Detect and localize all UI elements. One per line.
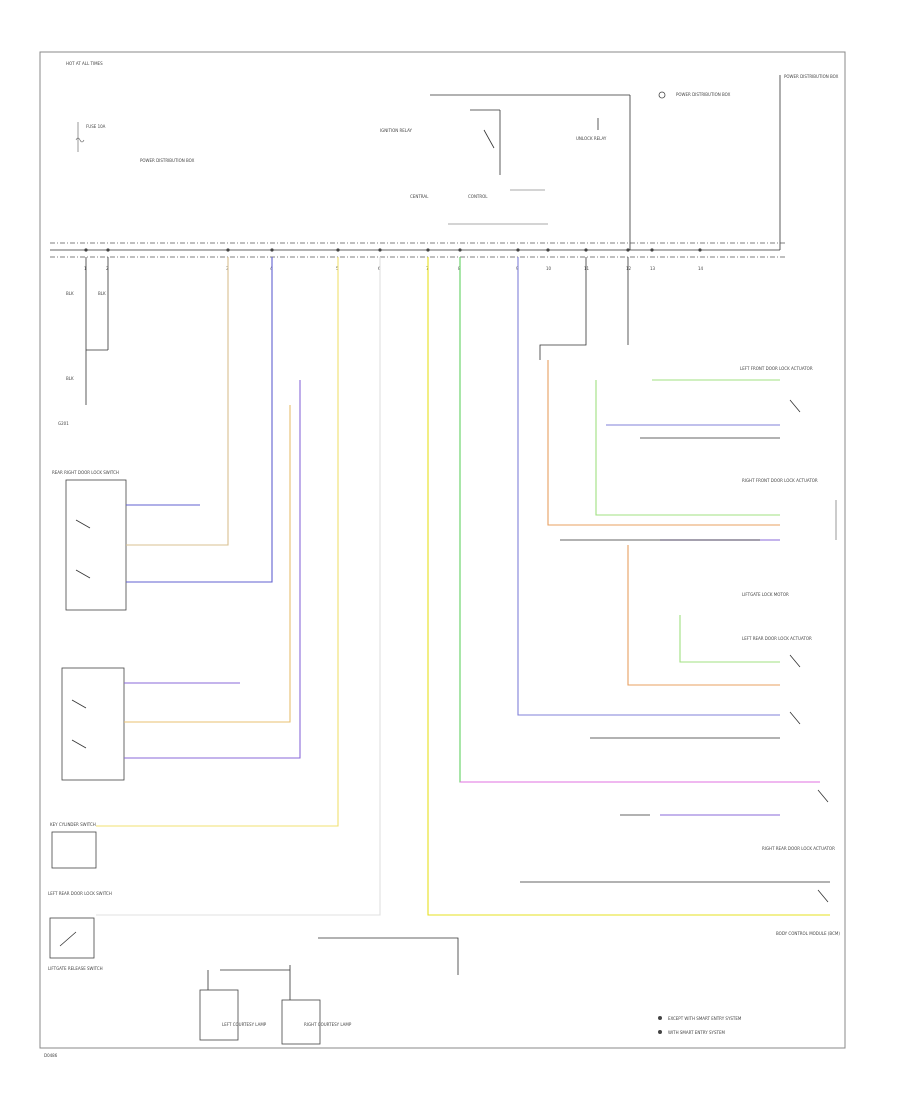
note-bullet-1 bbox=[658, 1016, 662, 1020]
rr-motor-label: RIGHT REAR DOOR LOCK ACTUATOR bbox=[762, 846, 835, 851]
wire-light-yellow-1 bbox=[96, 257, 339, 827]
relay-switch bbox=[483, 129, 495, 149]
pin-label: 1 bbox=[84, 266, 87, 271]
pin-label: 10 bbox=[546, 266, 552, 271]
lamp-return bbox=[318, 937, 459, 975]
left-lamp-label: LEFT COURTESY LAMP bbox=[222, 1022, 267, 1027]
unlock-relay-label: UNLOCK RELAY bbox=[576, 136, 607, 141]
pin-label: 11 bbox=[584, 266, 590, 271]
pin-dot bbox=[584, 248, 588, 252]
footer-code: D0486 bbox=[44, 1053, 58, 1058]
pin-dot bbox=[226, 248, 230, 252]
note-1: EXCEPT WITH SMART ENTRY SYSTEM bbox=[668, 1016, 742, 1021]
ground-label: G201 bbox=[58, 421, 69, 426]
pin-dot bbox=[546, 248, 550, 252]
left-lamp-box bbox=[199, 989, 239, 1041]
pin-dot bbox=[650, 248, 654, 252]
connector-top bbox=[658, 91, 666, 99]
pin-dot bbox=[626, 248, 630, 252]
note-2: WITH SMART ENTRY SYSTEM bbox=[668, 1030, 725, 1035]
wire-yellow-main bbox=[427, 257, 830, 916]
key-cylinder-box bbox=[61, 667, 125, 781]
pin-dot bbox=[84, 248, 88, 252]
lh-motor-label: LEFT FRONT DOOR LOCK ACTUATOR bbox=[740, 366, 813, 371]
door-sw-lr-label: LEFT REAR DOOR LOCK SWITCH bbox=[48, 891, 112, 896]
door-lock-switch-box bbox=[65, 479, 127, 611]
wire-code-blk-3: BLK bbox=[66, 376, 74, 381]
switch-contacts-1 bbox=[75, 519, 91, 579]
lr-motor-label: LEFT REAR DOOR LOCK ACTUATOR bbox=[742, 636, 812, 641]
lock-switch-box bbox=[51, 831, 97, 869]
pin-dot bbox=[336, 248, 340, 252]
pin-label: 2 bbox=[106, 266, 109, 271]
key-cylinder-label: KEY CYLINDER SWITCH bbox=[50, 822, 96, 827]
fuse-label: FUSE 10A bbox=[86, 124, 106, 129]
fuse-symbol bbox=[75, 137, 85, 143]
wire-green-1 bbox=[459, 257, 685, 783]
wire-light-orange-1 bbox=[124, 405, 291, 723]
door-lock-switch-label: REAR RIGHT DOOR LOCK SWITCH bbox=[52, 470, 119, 475]
wire-violet-1 bbox=[124, 380, 301, 759]
switch-contacts-2 bbox=[71, 699, 87, 749]
wire-light-green-1 bbox=[595, 380, 780, 516]
wire-white-1 bbox=[96, 257, 381, 916]
power-dist-label: POWER DISTRIBUTION BOX bbox=[140, 158, 195, 163]
pin-dot bbox=[270, 248, 274, 252]
pin-dot bbox=[106, 248, 110, 252]
wire-light-green-3 bbox=[679, 615, 780, 663]
liftgate-switch-contact bbox=[59, 931, 77, 947]
note-bullet-2 bbox=[658, 1030, 662, 1034]
right-lamp-label: RIGHT COURTESY LAMP bbox=[304, 1022, 352, 1027]
wire-code-blk-1: BLK bbox=[66, 291, 74, 296]
wire-tan-1 bbox=[126, 257, 229, 546]
pin-label: 14 bbox=[698, 266, 704, 271]
pin-label: 13 bbox=[650, 266, 656, 271]
central-label: CENTRAL bbox=[410, 194, 429, 199]
right-lamp-box bbox=[281, 999, 321, 1045]
wire-black-r1 bbox=[539, 257, 587, 360]
wire-code-blk-2: BLK bbox=[98, 291, 106, 296]
diagram-frame bbox=[39, 51, 846, 1049]
pin-dot bbox=[426, 248, 430, 252]
wire-orange-1 bbox=[547, 360, 780, 526]
wire-orange-2 bbox=[627, 545, 780, 686]
actuator-symbols bbox=[789, 399, 829, 903]
wire-blue-3 bbox=[517, 257, 780, 716]
rh-motor-label: RIGHT FRONT DOOR LOCK ACTUATOR bbox=[742, 478, 818, 483]
liftgate-label: LIFTGATE RELEASE SWITCH bbox=[48, 966, 103, 971]
ignition-relay-label: IGNITION RELAY bbox=[380, 128, 413, 133]
liftgate-switch-box bbox=[49, 917, 95, 959]
lift-motor-label: LIFTGATE LOCK MOTOR bbox=[742, 592, 789, 597]
control-label: CONTROL bbox=[468, 194, 488, 199]
top-right-label: POWER DISTRIBUTION BOX bbox=[676, 92, 731, 97]
frame-label: HOT AT ALL TIMES bbox=[66, 61, 103, 66]
pin-label: 12 bbox=[626, 266, 632, 271]
pin-dot bbox=[458, 248, 462, 252]
pin-dot bbox=[378, 248, 382, 252]
module-label: BODY CONTROL MODULE (BCM) bbox=[776, 931, 840, 936]
pin-dot bbox=[516, 248, 520, 252]
wire-blue-1 bbox=[126, 257, 273, 583]
top-right-note: POWER DISTRIBUTION BOX bbox=[784, 74, 839, 79]
pin-dot bbox=[698, 248, 702, 252]
